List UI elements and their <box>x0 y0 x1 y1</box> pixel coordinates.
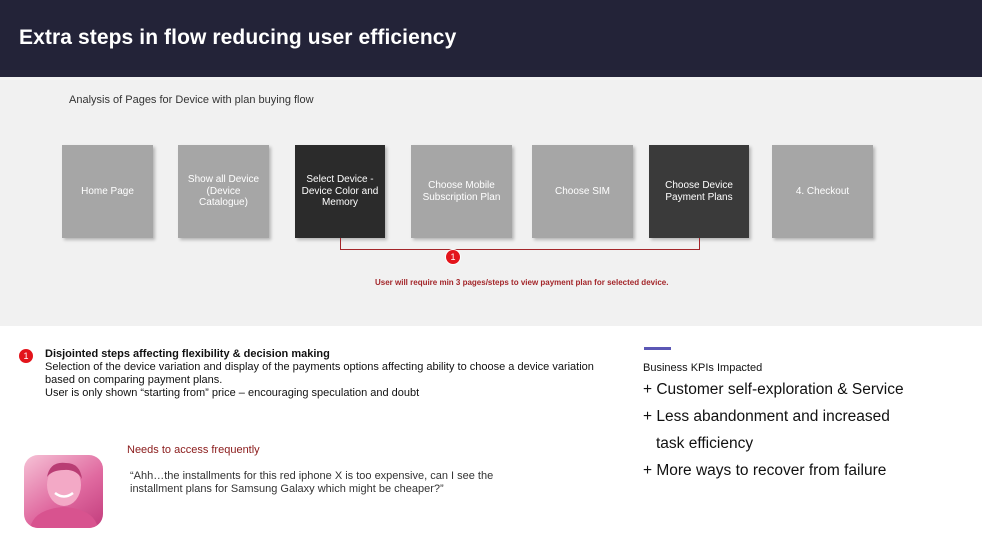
page-title: Extra steps in flow reducing user effici… <box>19 26 457 49</box>
step-label: Select Device - Device Color and Memory <box>301 174 379 209</box>
step-label: Home Page <box>81 185 134 197</box>
step-label: Show all Device (Device Catalogue) <box>187 174 260 209</box>
step-choose-payment-plans: Choose Device Payment Plans <box>649 145 749 238</box>
issue-number-badge: 1 <box>445 249 461 265</box>
persona-quote: “Ahh…the installments for this red iphon… <box>130 470 494 495</box>
step-home-page: Home Page <box>62 145 153 238</box>
issue-line: Selection of the device variation and di… <box>45 361 594 386</box>
step-label: Choose Mobile Subscription Plan <box>422 180 501 203</box>
kpi-item: + Customer self-exploration & Service <box>643 381 904 398</box>
avatar <box>24 455 103 528</box>
step-label: 4. Checkout <box>795 185 850 197</box>
accent-bar <box>644 347 671 350</box>
step-choose-subscription-plan: Choose Mobile Subscription Plan <box>411 145 512 238</box>
step-device-catalogue: Show all Device (Device Catalogue) <box>178 145 269 238</box>
step-choose-sim: Choose SIM <box>532 145 633 238</box>
kpi-item: + More ways to recover from failure <box>643 462 887 479</box>
flow-note: User will require min 3 pages/steps to v… <box>375 278 669 287</box>
issue-title: Disjointed steps affecting flexibility &… <box>45 348 330 360</box>
kpi-item-continued: task efficiency <box>656 435 754 452</box>
person-portrait-icon <box>30 462 98 528</box>
step-checkout: 4. Checkout <box>772 145 873 238</box>
issue-number-badge: 1 <box>18 348 34 364</box>
kpi-heading: Business KPIs Impacted <box>643 362 763 374</box>
step-span-bracket <box>340 238 700 250</box>
step-label: Choose SIM <box>554 185 611 197</box>
issue-line: User is only shown “starting from” price… <box>45 387 420 399</box>
issue-description: Selection of the device variation and di… <box>45 361 605 400</box>
flow-subtitle: Analysis of Pages for Device with plan b… <box>69 94 314 106</box>
flow-analysis-panel: Analysis of Pages for Device with plan b… <box>0 77 982 326</box>
step-select-device: Select Device - Device Color and Memory <box>295 145 385 238</box>
kpi-item: + Less abandonment and increased <box>643 408 890 425</box>
header-banner: Extra steps in flow reducing user effici… <box>0 0 982 77</box>
step-label: Choose Device Payment Plans <box>665 180 733 203</box>
persona-needs-label: Needs to access frequently <box>127 444 260 456</box>
